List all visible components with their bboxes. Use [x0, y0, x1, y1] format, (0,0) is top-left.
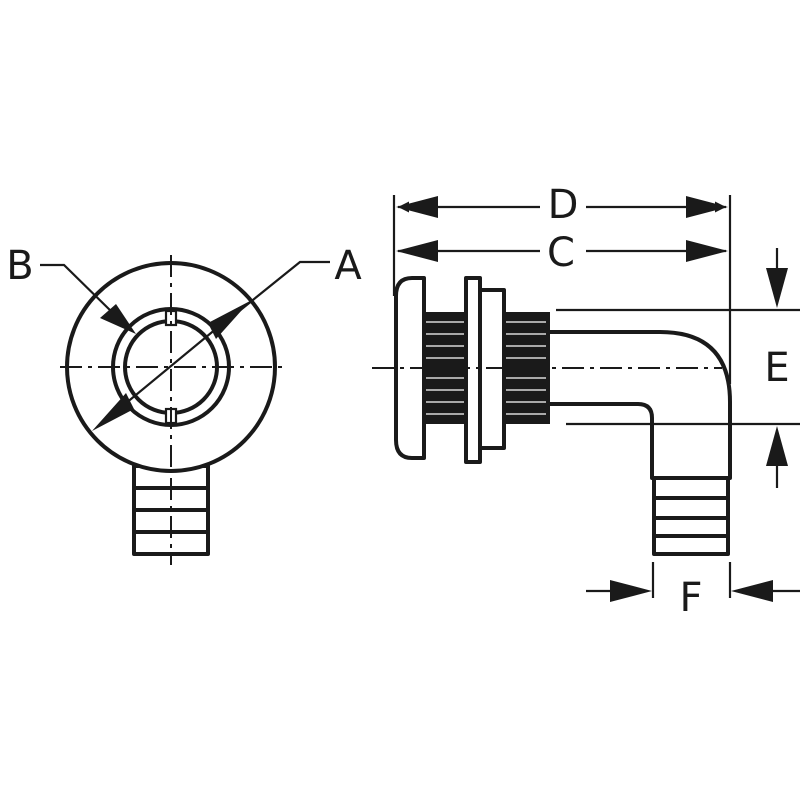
dimension-e-arrow-bottom	[766, 426, 788, 466]
label-b: B	[6, 243, 33, 289]
dimension-c-arrow-left	[396, 240, 438, 262]
dimension-f-arrow-left	[610, 580, 652, 602]
dimension-d-arrow-left	[396, 196, 438, 218]
label-d: D	[548, 182, 579, 228]
dimension-b-arrow	[100, 304, 136, 334]
dimension-f-arrow-right	[731, 580, 773, 602]
dimension-a-leader	[237, 260, 330, 313]
side-view-elbow	[546, 330, 732, 480]
dimension-b-leader	[40, 263, 117, 317]
dimension-d-arrow-right	[686, 196, 728, 218]
side-view-hose-barb	[652, 476, 730, 556]
dimension-e-arrow-top	[766, 268, 788, 308]
dimension-c-arrow-right	[686, 240, 728, 262]
label-a: A	[334, 243, 362, 289]
front-view: B A	[6, 243, 362, 565]
dimension-a-arrow-lower	[92, 393, 134, 431]
side-view: D C E F	[372, 182, 800, 621]
front-view-hose-barb	[132, 440, 210, 565]
side-view-lock-nut	[464, 276, 482, 464]
label-c: C	[547, 230, 575, 276]
label-f: F	[679, 575, 702, 621]
label-e: E	[764, 345, 789, 391]
